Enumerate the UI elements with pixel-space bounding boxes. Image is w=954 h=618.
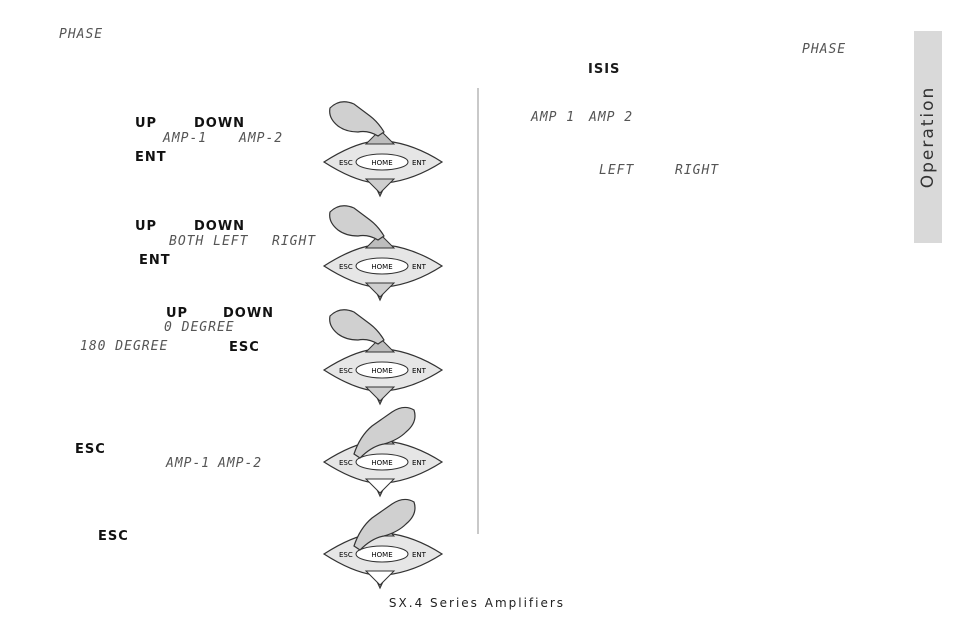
step1-up-label: UP [135, 116, 158, 131]
right-right: RIGHT [675, 163, 720, 178]
phase-label-left: PHASE [59, 27, 104, 42]
step4-amp1: AMP-1 [166, 456, 211, 471]
step1-down-label: DOWN [194, 116, 246, 131]
step5-esc-label: ESC [98, 529, 129, 544]
step4-amp2: AMP-2 [218, 456, 263, 471]
step4-esc-label: ESC [75, 442, 106, 457]
step1-ent-label: ENT [135, 150, 167, 165]
keypad-illustration-1: HOME ESC ENT [322, 101, 444, 198]
keypad-4-home: HOME [371, 459, 392, 467]
step1-amp2: AMP-2 [239, 131, 284, 146]
step1-amp1: AMP-1 [163, 131, 208, 146]
hand-pointing-icon [329, 309, 385, 345]
keypad-5-home: HOME [371, 551, 392, 559]
keypad-illustration-3: HOME ESC ENT [322, 309, 444, 406]
keypad-5-esc: ESC [339, 551, 353, 559]
keypad-1-esc: ESC [339, 159, 353, 167]
keypad-5-ent: ENT [412, 551, 427, 559]
section-tab-label: Operation [918, 85, 938, 189]
keypad-2-ent: ENT [412, 263, 427, 271]
keypad-2-home: HOME [371, 263, 392, 271]
keypad-3-ent: ENT [412, 367, 427, 375]
step2-up-label: UP [135, 219, 158, 234]
brand-isis: ISIS [588, 62, 621, 77]
hand-pointing-icon [329, 101, 385, 137]
step3-up-label: UP [166, 306, 189, 321]
keypad-illustration-4: HOME ESC ENT [322, 406, 444, 498]
step3-180-degree: 180 DEGREE [80, 339, 169, 354]
hand-pointing-icon [353, 498, 416, 551]
keypad-3-home: HOME [371, 367, 392, 375]
step3-esc-label: ESC [229, 340, 260, 355]
keypad-illustration-5: HOME ESC ENT [322, 498, 444, 590]
keypad-1-home: HOME [371, 159, 392, 167]
keypad-3-esc: ESC [339, 367, 353, 375]
step2-down-label: DOWN [194, 219, 246, 234]
hand-pointing-icon [329, 205, 385, 241]
section-tab-operation: Operation [914, 31, 942, 243]
right-amp1: AMP 1 [531, 110, 576, 125]
page-footer: SX.4 Series Amplifiers [388, 596, 566, 610]
keypad-2-esc: ESC [339, 263, 353, 271]
phase-label-right: PHASE [802, 42, 847, 57]
right-amp2: AMP 2 [589, 110, 634, 125]
step3-0-degree: 0 DEGREE [164, 320, 235, 335]
step3-down-label: DOWN [223, 306, 275, 321]
column-divider [477, 88, 479, 534]
keypad-1-ent: ENT [412, 159, 427, 167]
keypad-4-esc: ESC [339, 459, 353, 467]
step2-right: RIGHT [272, 234, 317, 249]
step2-both-left: BOTH LEFT [169, 234, 249, 249]
hand-pointing-icon [353, 406, 416, 459]
keypad-4-ent: ENT [412, 459, 427, 467]
keypad-illustration-2: HOME ESC ENT [322, 205, 444, 302]
step2-ent-label: ENT [139, 253, 171, 268]
right-left: LEFT [599, 163, 635, 178]
